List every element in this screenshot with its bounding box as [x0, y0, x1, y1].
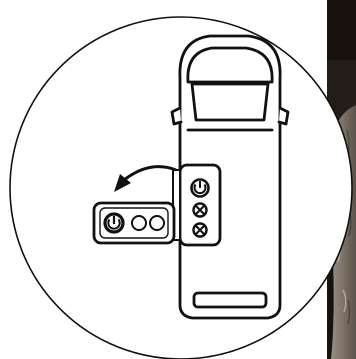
power-button-icon	[105, 214, 123, 232]
power-button-icon	[192, 180, 209, 197]
screw-icon	[194, 204, 207, 217]
unit-button-middle	[132, 216, 146, 230]
screw-icon	[194, 224, 207, 237]
unit-button-right	[150, 216, 164, 230]
